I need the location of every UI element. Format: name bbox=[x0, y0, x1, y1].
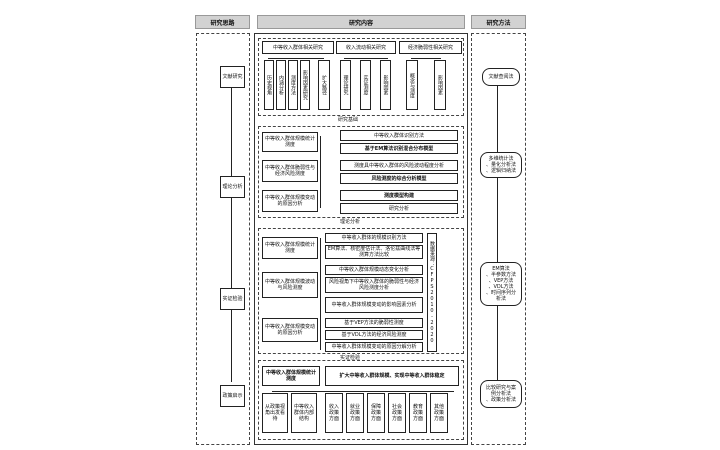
analysis-right-4: 风险测度的综合分析模型 bbox=[340, 173, 458, 184]
analysis-right-2: 基于EM算法识别混合分布模型 bbox=[340, 143, 458, 154]
step-theory: 理论分析 bbox=[220, 176, 245, 198]
empirical-left-3: 中等收入群体规模变动的原因分析 bbox=[262, 318, 318, 342]
policy-section bbox=[258, 360, 464, 440]
policy-item-5: 保障政策方面 bbox=[367, 393, 385, 433]
method-literature: 文献查阅法 bbox=[482, 68, 520, 86]
g1-item-3: 测度方法 bbox=[288, 60, 298, 110]
empirical-right-2: EM算法、核密度估计法、洛伦兹曲线法等测算方法比较 bbox=[325, 245, 423, 259]
g2-item-1: 理论研究 bbox=[340, 60, 351, 110]
policy-right: 扩大中等收入群体规模、实现中等收入群体稳定 bbox=[325, 366, 459, 386]
empirical-left-2: 中等收入群体规模波动与风险测度 bbox=[262, 272, 318, 298]
analysis-right-5: 测度模型构建 bbox=[340, 190, 458, 201]
analysis-left-3: 中等收入群体规模变动的原因分析 bbox=[262, 190, 318, 212]
middle-column-frame bbox=[254, 33, 468, 445]
g1-item-1: 历史视角 bbox=[264, 60, 274, 110]
connector-line bbox=[320, 238, 321, 350]
right-column-frame bbox=[471, 33, 526, 445]
policy-item-8: 其他政策方面 bbox=[430, 393, 448, 433]
right-flow-line bbox=[497, 82, 498, 380]
empirical-right-4: 风险视角下中等收入群体的脆弱性与经济风险测度分析 bbox=[325, 277, 423, 293]
section1-label: 研究基础 bbox=[338, 117, 359, 123]
empirical-right-3: 中等收入群体规模动态变化分析 bbox=[325, 265, 423, 275]
policy-left: 中等收入群体规模统计测度 bbox=[262, 366, 320, 386]
empirical-right-1: 中等收入群体的规模识别方法 bbox=[325, 233, 423, 243]
section3-label: 实证检验 bbox=[340, 355, 361, 361]
data-source-label: 数据来源：CFPS2010-2020 bbox=[427, 233, 437, 352]
policy-item-3: 收入政策方面 bbox=[325, 393, 343, 433]
empirical-right-5: 中等收入群体规模变动的影响因素分析 bbox=[325, 297, 423, 313]
connector-line bbox=[320, 136, 321, 208]
analysis-right-1: 中等收入群体识别方法 bbox=[340, 130, 458, 141]
left-column-frame bbox=[196, 33, 250, 445]
analysis-right-6: 研究分析 bbox=[340, 203, 458, 214]
policy-item-1: 从政策视角出发看待 bbox=[262, 393, 288, 433]
g1-item-2: 内涵分析 bbox=[276, 60, 286, 110]
connector-line bbox=[268, 58, 324, 59]
theory-group-2: 收入流动相关研究 bbox=[336, 41, 396, 54]
analysis-left-1: 中等收入群体规模统计测度 bbox=[262, 132, 318, 152]
step-policy: 政策启示 bbox=[220, 385, 245, 407]
analysis-left-2: 中等收入群体脆弱性与经济风险测度 bbox=[262, 160, 318, 182]
empirical-right-7: 基于VDL方法的经济风险测度 bbox=[325, 330, 423, 340]
header-research-thinking: 研究思路 bbox=[195, 15, 250, 29]
analysis-section bbox=[258, 126, 464, 218]
theory-group-3: 经济脆弱性相关研究 bbox=[399, 41, 462, 54]
g2-item-3: 影响因素 bbox=[380, 60, 391, 110]
header-research-content: 研究内容 bbox=[257, 15, 465, 29]
step-literature: 文献研究 bbox=[220, 66, 245, 88]
left-flow-line bbox=[231, 82, 232, 382]
connector-line bbox=[272, 391, 454, 392]
analysis-right-3: 测度具中等收入群体的风险波动程度分析 bbox=[340, 160, 458, 171]
g2-item-2: 实证测度 bbox=[360, 60, 371, 110]
empirical-left-1: 中等收入群体规模统计测度 bbox=[262, 237, 318, 259]
policy-item-4: 就业政策方面 bbox=[346, 393, 364, 433]
section2-label: 理论分析 bbox=[340, 219, 361, 225]
policy-item-6: 社会政策方面 bbox=[388, 393, 406, 433]
header-research-method: 研究方法 bbox=[471, 15, 526, 29]
policy-item-7: 教育政策方面 bbox=[409, 393, 427, 433]
method-policy: 比较研究与案例分析法 、政策分析法 bbox=[480, 380, 522, 408]
policy-item-2: 中等收入群体内部结构 bbox=[291, 393, 317, 433]
connector-line bbox=[344, 58, 388, 59]
empirical-right-8: 中等收入群体规模变动的原因分解分析 bbox=[325, 342, 423, 352]
g1-item-4: 影响因素研究 bbox=[300, 60, 310, 110]
theory-group-1: 中等收入群体相关研究 bbox=[262, 41, 334, 54]
theory-section bbox=[258, 38, 464, 116]
step-empirical: 实证检验 bbox=[220, 288, 245, 310]
empirical-section bbox=[258, 228, 464, 354]
g3-item-1: 概念与测度 bbox=[406, 60, 418, 110]
g1-item-5: 扩大路径 bbox=[318, 60, 330, 110]
empirical-right-6: 基于VEP方法的脆弱性测度 bbox=[325, 318, 423, 328]
connector-line bbox=[411, 58, 441, 59]
method-statistics: 多维统计法 、量化分析法 、逻辑归纳法 bbox=[480, 152, 522, 178]
g3-item-2: 影响因素 bbox=[434, 60, 446, 110]
method-em: EM算法 、半参数方法 、VEP方法 、VDL方法 、时间序列分析法 bbox=[480, 262, 522, 306]
